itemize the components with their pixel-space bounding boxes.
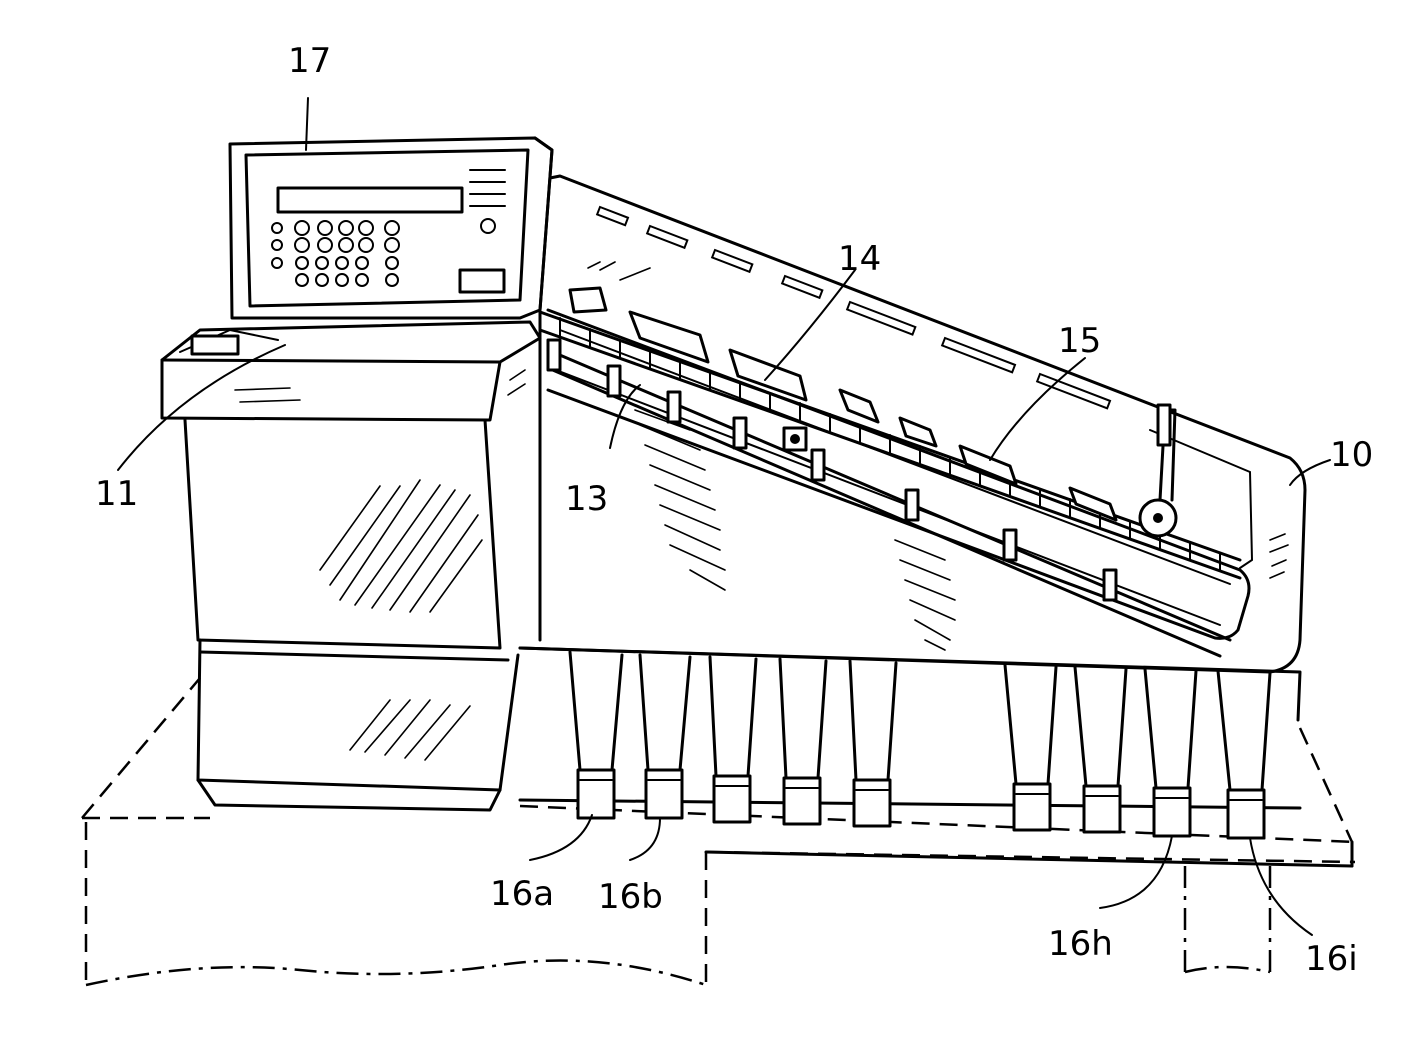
hopper-cabinet [162, 322, 540, 810]
label-guide-rail: 13 [565, 479, 608, 519]
coin-tube [570, 652, 622, 818]
coin-tube [1218, 671, 1270, 838]
coin-tube [1005, 665, 1056, 830]
coin-tube [1075, 667, 1126, 832]
coin-tube [640, 655, 690, 818]
base-rail [520, 648, 1300, 808]
conveyor-belt [540, 288, 1240, 578]
label-control-panel: 17 [288, 41, 331, 81]
belt-links [560, 318, 1220, 571]
coin-tube [780, 659, 826, 824]
label-coin-hopper: 11 [95, 474, 138, 514]
label-sorting-plate: 15 [1058, 321, 1101, 361]
label-tube-a: 16a [490, 874, 554, 914]
coin-tube [710, 657, 756, 822]
control-panel [230, 138, 552, 318]
coin-tube [850, 661, 896, 826]
label-tube-i: 16i [1305, 939, 1358, 979]
coin-tube [1145, 669, 1196, 836]
label-tube-b: 16b [598, 877, 663, 917]
label-conveyor-belt: 14 [838, 239, 881, 279]
label-machine-body: 10 [1330, 435, 1373, 475]
label-tube-h: 16h [1048, 924, 1113, 964]
coin-tubes [570, 652, 1270, 838]
